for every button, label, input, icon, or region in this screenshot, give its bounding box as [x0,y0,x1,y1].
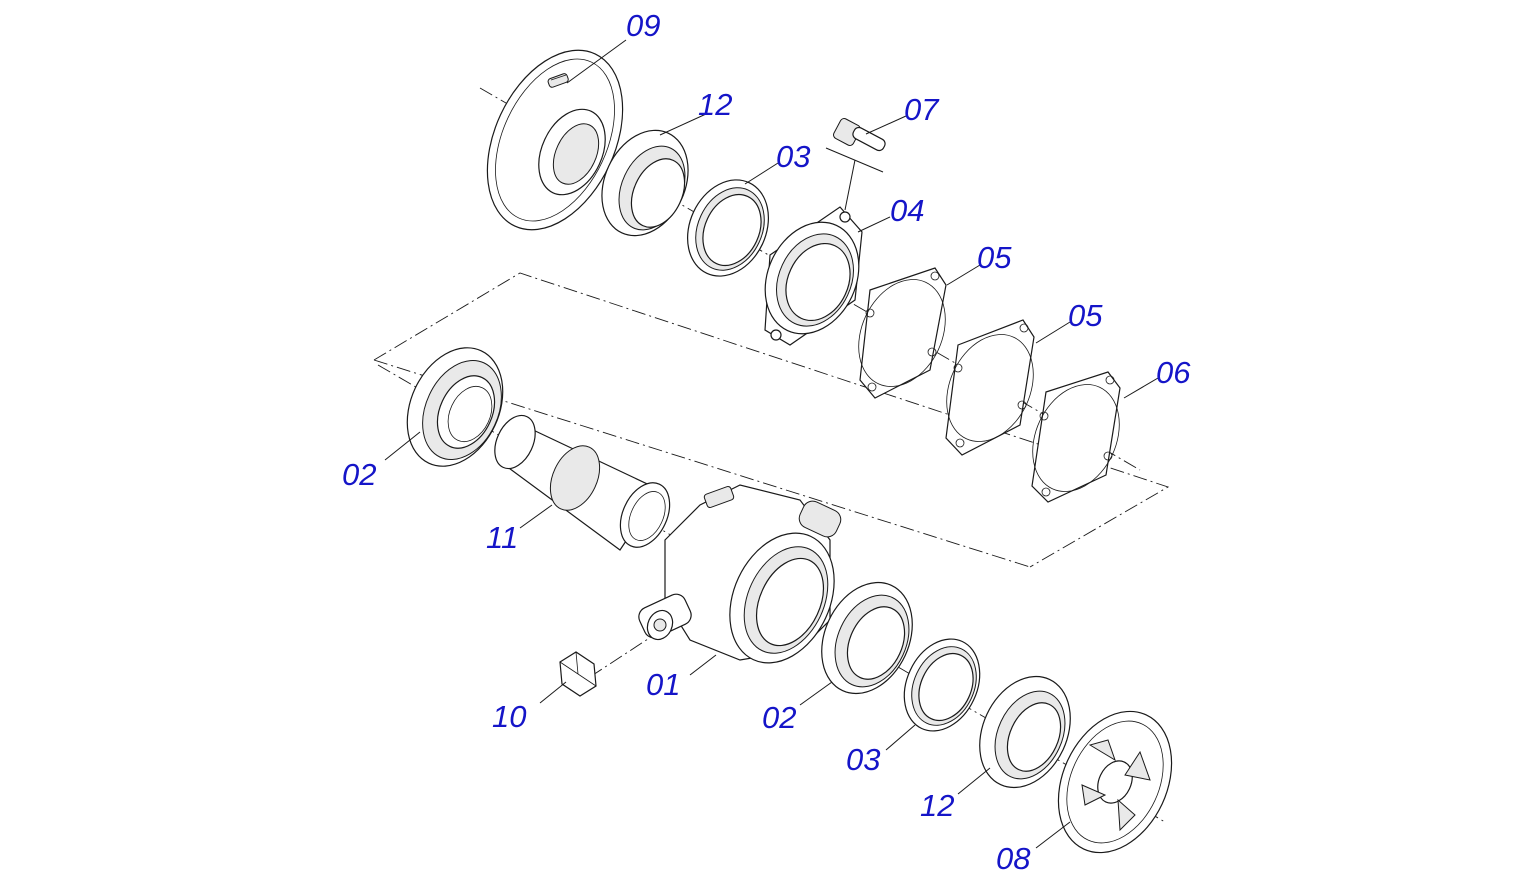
part-01-main-body [638,484,842,664]
part-12-seal-top [601,129,689,237]
callout-10: 10 [492,699,526,734]
part-02-bearing-bottom [821,581,913,695]
callout-03-top: 03 [776,139,810,174]
callout-leaders [384,39,1159,849]
callout-01: 01 [646,667,680,702]
callout-02-bottom: 02 [762,700,796,735]
callout-07: 07 [904,92,940,127]
part-03-ring-bottom [903,638,981,732]
part-04-housing [764,206,863,346]
part-10-plug [559,651,597,697]
callout-09: 09 [626,8,660,43]
part-09-cover [486,49,624,231]
callout-08: 08 [996,841,1031,876]
callout-06: 06 [1156,355,1191,390]
part-12-seal-bottom [979,675,1071,789]
part-11-spacer-sleeve [494,414,671,551]
callout-02-left: 02 [342,457,376,492]
part-05-gasket-a [858,267,947,399]
callout-05-a: 05 [977,240,1012,275]
callout-12-bottom: 12 [920,788,954,823]
part-08-end-cap [1057,710,1173,854]
part-07-grease-fitting [825,118,886,211]
callout-03-bottom: 03 [846,742,880,777]
callout-12-top: 12 [698,87,732,122]
part-03-ring-top [686,179,770,277]
callout-04: 04 [890,193,924,228]
callout-05-b: 05 [1068,298,1103,333]
part-06-shim [1031,371,1121,503]
part-05-gasket-b [945,319,1035,456]
part-02-bearing-left [406,347,504,467]
callout-11: 11 [486,520,518,555]
